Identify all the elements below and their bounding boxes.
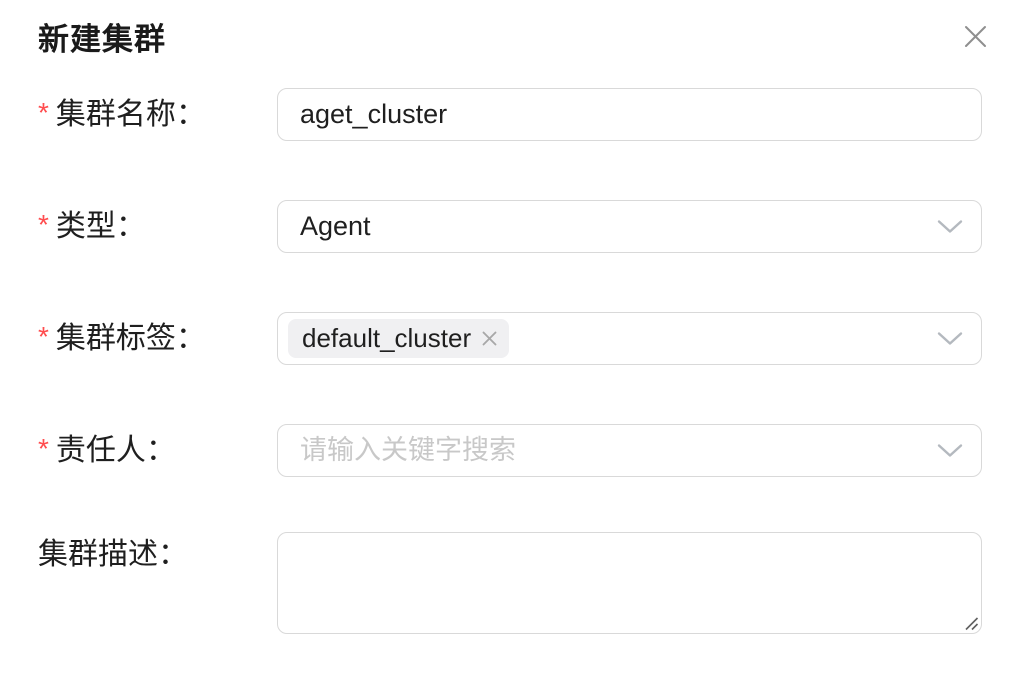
type-label: * 类型：	[38, 200, 277, 253]
tag-label: default_cluster	[302, 323, 472, 353]
required-asterisk: *	[38, 96, 49, 128]
remove-tag-button[interactable]	[481, 330, 498, 347]
cluster-tags-select[interactable]: default_cluster	[277, 312, 982, 365]
type-select[interactable]: Agent	[277, 200, 982, 253]
cluster-tags-control: default_cluster	[277, 312, 982, 365]
form-row-type: * 类型： Agent	[38, 200, 982, 253]
type-control: Agent	[277, 200, 982, 253]
tag-default-cluster: default_cluster	[288, 319, 510, 358]
description-label: 集群描述：	[38, 532, 277, 634]
label-text: 集群标签：	[55, 321, 206, 355]
description-control	[277, 532, 982, 634]
label-text: 集群描述：	[38, 538, 188, 571]
form-row-cluster-name: * 集群名称：	[38, 88, 982, 141]
type-select-value: Agent	[300, 211, 371, 241]
cluster-name-control	[277, 88, 982, 141]
owner-control	[277, 424, 982, 477]
owner-search-input[interactable]	[277, 424, 982, 477]
label-text: 类型：	[55, 209, 146, 243]
required-asterisk: *	[38, 320, 49, 352]
form-row-description: 集群描述：	[38, 532, 982, 634]
cluster-tags-label: * 集群标签：	[38, 312, 277, 365]
dialog-title: 新建集群	[38, 22, 166, 57]
close-icon	[964, 25, 986, 47]
label-text: 责任人：	[55, 433, 176, 467]
cluster-description-textarea[interactable]	[277, 532, 982, 634]
owner-label: * 责任人：	[38, 424, 277, 477]
resize-handle-icon[interactable]	[963, 615, 979, 631]
form-row-cluster-tags: * 集群标签： default_cluster	[38, 312, 982, 365]
label-text: 集群名称：	[55, 97, 206, 131]
cluster-name-input[interactable]	[277, 88, 982, 141]
cluster-name-label: * 集群名称：	[38, 88, 277, 141]
required-asterisk: *	[38, 208, 49, 240]
close-button[interactable]	[963, 24, 987, 48]
tag-remove-icon	[482, 331, 497, 346]
form-row-owner: * 责任人：	[38, 424, 982, 477]
required-asterisk: *	[38, 432, 49, 464]
